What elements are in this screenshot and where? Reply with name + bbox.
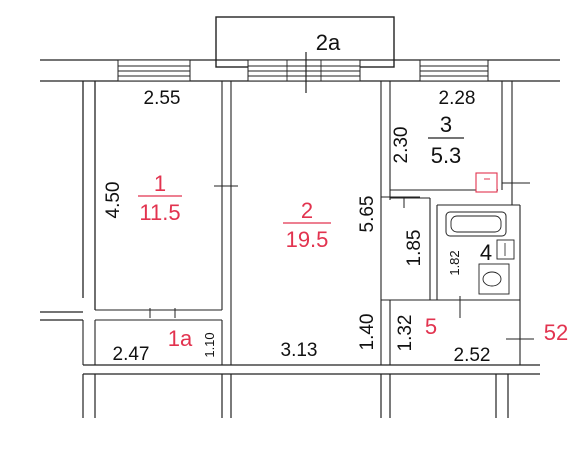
dim-r3-width: 2.28: [439, 88, 476, 109]
dim-r2-width: 3.13: [281, 340, 318, 361]
bathtub-icon: [445, 211, 507, 237]
dim-r3-length: 2.30: [391, 127, 412, 164]
dim-r2-corridor: 1.40: [357, 314, 378, 351]
room-number-1a: 1a: [168, 326, 193, 351]
dim-r5-length: 1.32: [395, 315, 416, 352]
dim-r1a-depth: 1.10: [202, 332, 217, 357]
toilet-icon: [478, 263, 510, 295]
window-room-1: [117, 59, 191, 82]
room-number-2: 2: [301, 198, 313, 223]
window-room-3: [419, 59, 489, 82]
dim-hall-width: 1.85: [404, 230, 425, 267]
sink-icon: [496, 239, 515, 260]
room-number-1: 1: [154, 171, 166, 196]
room-number-4: 4: [480, 240, 492, 265]
ventilation-icon: [475, 172, 498, 193]
exterior-wall-bottom: [82, 364, 540, 418]
room-4-walls: [429, 198, 521, 301]
room-number-3: 3: [440, 112, 452, 137]
room-area-3: 5.3: [431, 143, 462, 168]
room-number-52: 52: [544, 320, 568, 345]
room-1-walls: [95, 81, 238, 365]
dim-r2-length: 5.65: [357, 196, 378, 233]
room-area-2: 19.5: [286, 227, 329, 252]
room-1a-walls: [40, 311, 223, 365]
room-label-2a: 2a: [316, 30, 341, 55]
window-room-2: [247, 52, 361, 93]
dim-r1-width: 2.55: [144, 88, 181, 109]
balcony-outline: [215, 16, 395, 68]
dim-r5-width: 2.52: [454, 345, 491, 366]
dim-r1-length: 4.50: [103, 182, 124, 219]
room-number-5: 5: [425, 314, 437, 339]
room-2-walls: [231, 81, 437, 366]
exterior-wall-left: [82, 81, 96, 310]
room-area-1: 11.5: [139, 200, 180, 225]
dim-r4-length: 1.82: [447, 250, 462, 275]
dim-r1a-width: 2.47: [113, 344, 150, 365]
